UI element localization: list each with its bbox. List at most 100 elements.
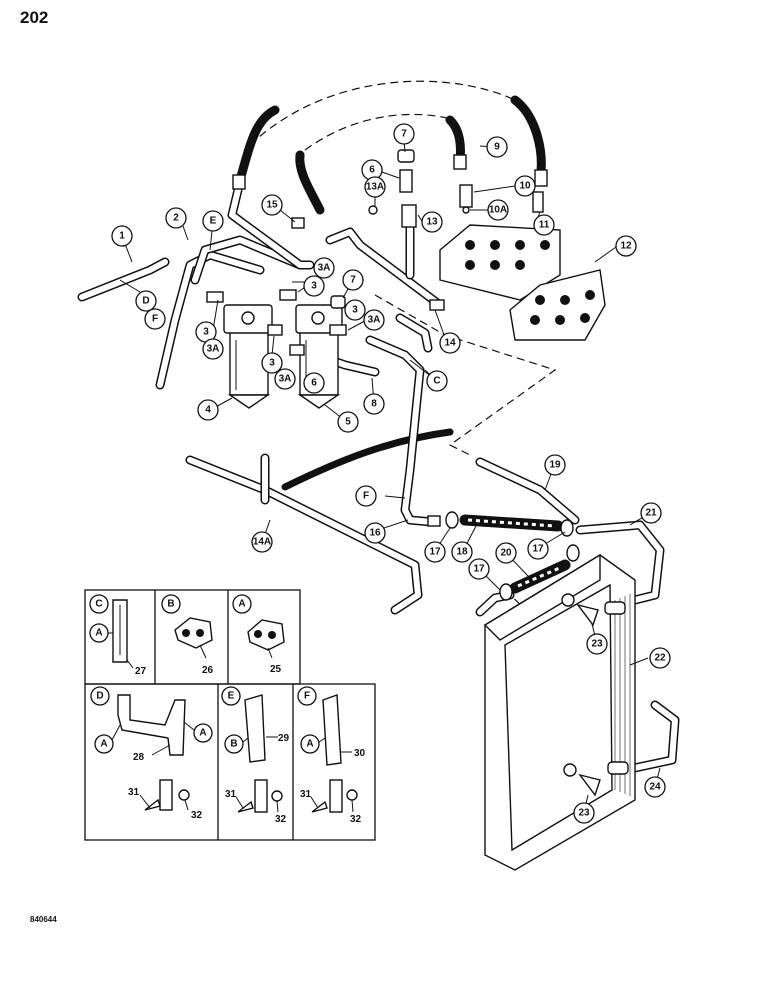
svg-text:12: 12	[620, 241, 632, 252]
svg-text:31: 31	[300, 789, 312, 800]
callout-13: 13	[421, 211, 443, 233]
callout-12: 12	[615, 235, 637, 257]
hose-route-dashed-2	[304, 113, 456, 151]
hose-long-black	[281, 428, 454, 491]
svg-text:28: 28	[133, 752, 145, 763]
inset-cell-F: F A 30 31 32	[297, 686, 366, 825]
svg-text:A: A	[199, 728, 206, 739]
svg-text:E: E	[228, 691, 235, 702]
svg-text:D: D	[96, 691, 103, 702]
drain-cock-23-b	[578, 773, 601, 797]
svg-text:31: 31	[225, 789, 237, 800]
svg-text:B: B	[167, 599, 174, 610]
svg-text:15: 15	[266, 200, 278, 211]
callout-24: 24	[644, 776, 666, 798]
fitting-15	[291, 217, 305, 229]
inset-cell-B: B 26	[161, 594, 214, 676]
svg-text:F: F	[363, 491, 369, 502]
callout-22: 22	[649, 647, 671, 669]
fitting-14-end	[429, 299, 445, 311]
svg-text:23: 23	[578, 808, 590, 819]
tube-1	[77, 257, 170, 302]
svg-text:32: 32	[350, 814, 362, 825]
callout-23-a: 23	[586, 633, 608, 655]
svg-text:11: 11	[539, 220, 550, 231]
svg-text:A: A	[238, 599, 245, 610]
callout-3A-a: 3A	[313, 257, 335, 279]
callout-3A-c: 3A	[202, 338, 224, 360]
callout-4: 4	[197, 399, 219, 421]
svg-text:32: 32	[191, 810, 203, 821]
svg-text:24: 24	[649, 782, 661, 793]
callout-17-a: 17	[424, 541, 446, 563]
control-valve-12	[439, 224, 606, 341]
svg-text:26: 26	[202, 665, 214, 676]
tube-2	[155, 250, 265, 390]
callout-7-b: 7	[342, 269, 364, 291]
callout-20: 20	[495, 542, 517, 564]
svg-text:13: 13	[426, 217, 438, 228]
svg-text:C: C	[95, 599, 102, 610]
callout-3-d: 3	[261, 352, 283, 374]
svg-text:19: 19	[549, 460, 561, 471]
hose-9-right	[510, 95, 546, 185]
svg-text:D: D	[142, 296, 149, 307]
fitting-11	[532, 191, 544, 213]
callout-16: 16	[364, 522, 386, 544]
callout-10A: 10A	[487, 199, 509, 221]
fitting-hose-9	[534, 169, 548, 187]
fitting-3-d	[289, 344, 305, 356]
svg-text:3A: 3A	[279, 374, 292, 385]
svg-text:16: 16	[369, 528, 381, 539]
svg-text:14: 14	[444, 338, 456, 349]
callout-3A-d: 3A	[274, 368, 296, 390]
svg-text:13A: 13A	[366, 182, 384, 193]
oring-10A	[462, 206, 470, 214]
svg-text:4: 4	[205, 405, 211, 416]
inset-cell-C: C A 27	[89, 594, 147, 677]
svg-text:14A: 14A	[253, 537, 271, 548]
inset-panel	[84, 589, 376, 841]
svg-text:A: A	[95, 628, 102, 639]
svg-text:6: 6	[311, 378, 317, 389]
svg-text:E: E	[210, 216, 217, 227]
callout-23-b: 23	[573, 802, 595, 824]
inset-cell-A: A 25	[232, 594, 285, 675]
fitting-hose-right	[453, 154, 467, 170]
inset-cell-E: E B 29 31 32	[221, 686, 290, 825]
svg-text:25: 25	[270, 664, 282, 675]
fitting-13	[401, 204, 417, 228]
clamp-17-a	[445, 511, 459, 529]
callout-3-b: 3	[344, 299, 366, 321]
tube-24	[620, 700, 680, 775]
svg-text:9: 9	[494, 142, 500, 153]
inset-cell-D: D A A 28 31 32	[90, 686, 213, 821]
svg-text:B: B	[230, 739, 237, 750]
svg-text:29: 29	[278, 733, 290, 744]
svg-text:23: 23	[591, 639, 603, 650]
svg-text:21: 21	[645, 508, 657, 519]
callout-1: 1	[111, 225, 133, 247]
svg-text:5: 5	[345, 417, 351, 428]
svg-text:6: 6	[369, 165, 375, 176]
svg-text:32: 32	[275, 814, 287, 825]
filter-4	[223, 304, 273, 409]
callout-18: 18	[451, 541, 473, 563]
callout-8: 8	[363, 393, 385, 415]
svg-text:8: 8	[371, 399, 377, 410]
hose-route-dashed	[249, 80, 516, 146]
clamp-17-d	[566, 544, 580, 562]
svg-text:22: 22	[654, 653, 666, 664]
tube-14	[325, 227, 445, 310]
svg-text:7: 7	[401, 129, 407, 140]
fitting-3-b	[206, 291, 224, 303]
drain-cock-23-a	[576, 603, 599, 627]
fitting-6	[399, 169, 413, 193]
callout-11: 11	[533, 214, 555, 236]
callout-5: 5	[337, 411, 359, 433]
svg-text:1: 1	[119, 231, 125, 242]
svg-text:31: 31	[128, 787, 140, 798]
svg-text:18: 18	[456, 547, 468, 558]
fitting-16	[427, 515, 441, 527]
